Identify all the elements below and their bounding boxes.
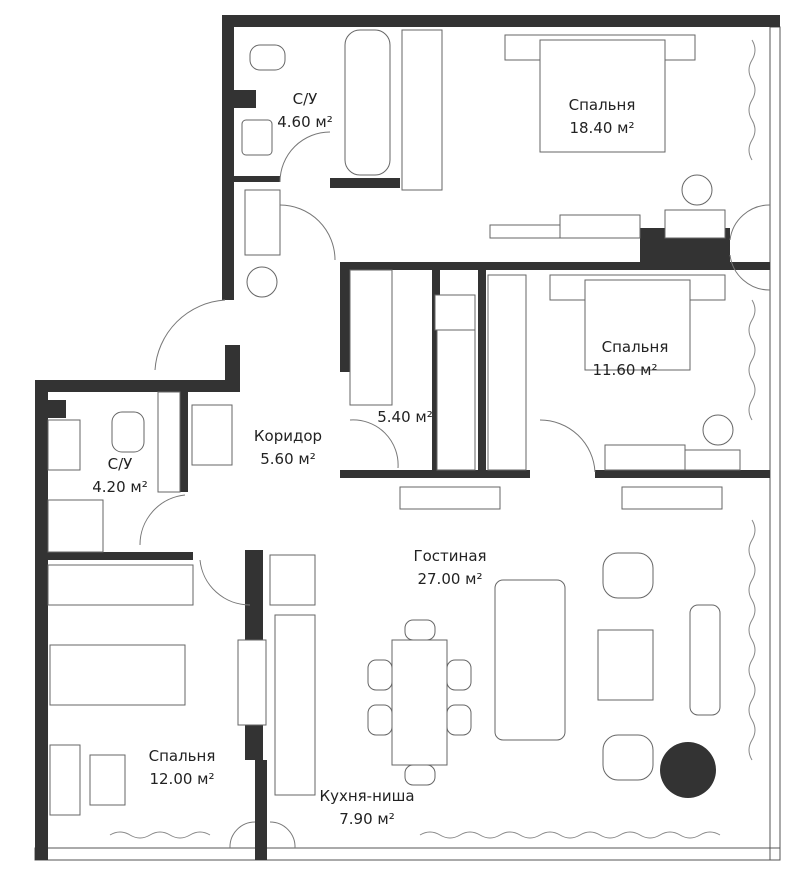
stove-icon <box>269 554 316 606</box>
room-name: Коридор <box>254 427 322 445</box>
tv-stand <box>689 604 721 716</box>
doors <box>139 131 771 849</box>
room-name: С/У <box>108 455 133 473</box>
room-name: Спальня <box>569 96 636 114</box>
sink-icon <box>241 119 273 156</box>
washer-icon <box>434 294 476 331</box>
round-table-icon <box>681 174 713 206</box>
wardrobe-5 <box>47 564 194 606</box>
room-name: Кухня-ниша <box>319 787 414 805</box>
bathtub-icon <box>344 29 391 176</box>
room-area: 11.60 м² <box>592 361 657 379</box>
room-area: 12.00 м² <box>149 770 214 788</box>
room-name: Гостиная <box>413 547 486 565</box>
radiator <box>621 486 723 510</box>
curtains <box>109 39 756 839</box>
dining-table <box>391 639 448 766</box>
room-area: 5.60 м² <box>260 450 316 468</box>
toilet-icon <box>249 44 286 71</box>
radiator <box>489 224 561 239</box>
room-area: 5.40 м² <box>377 408 433 426</box>
wardrobe-3 <box>436 329 476 471</box>
sofa <box>494 579 566 741</box>
room-area: 4.60 м² <box>277 113 333 131</box>
room-name: Спальня <box>149 747 216 765</box>
desk <box>49 744 81 816</box>
plant-icon <box>660 742 716 798</box>
room-name: С/У <box>293 90 318 108</box>
room-name: Спальня <box>602 338 669 356</box>
furniture <box>47 29 741 816</box>
room-area: 4.20 м² <box>92 478 148 496</box>
wardrobe-1 <box>401 29 443 191</box>
armchair <box>602 552 654 599</box>
coffee-table <box>597 629 654 701</box>
armchair <box>602 734 654 781</box>
room-area: 7.90 м² <box>339 810 395 828</box>
wardrobe-2 <box>349 269 393 406</box>
room-labels: С/У 4.60 м² Спальня 18.40 м² Спальня 11.… <box>92 90 668 828</box>
room-area: 27.00 м² <box>417 570 482 588</box>
bed-1 <box>539 39 666 153</box>
radiator <box>399 486 501 510</box>
wardrobe-4 <box>487 274 527 471</box>
bed-2 <box>584 279 691 371</box>
room-area: 18.40 м² <box>569 119 634 137</box>
bed-3 <box>49 644 186 706</box>
